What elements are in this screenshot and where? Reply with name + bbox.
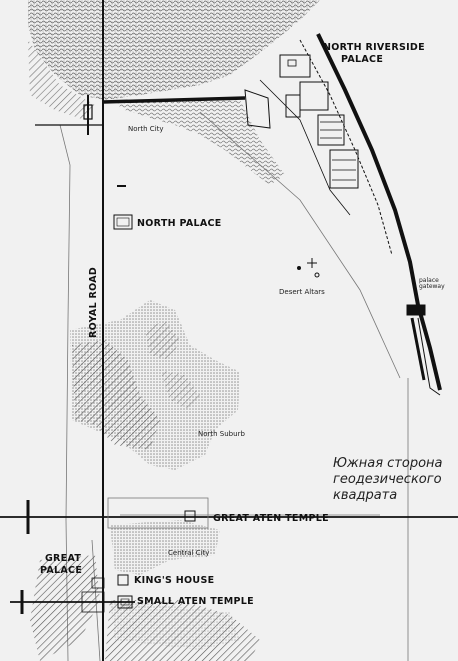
- north-suburb-label: North Suburb: [198, 430, 245, 438]
- central-city-area: [30, 520, 260, 661]
- north-city-wall: [102, 96, 246, 104]
- north-city-label: North City: [128, 125, 164, 133]
- kings-house-label: KING'S HOUSE: [134, 575, 215, 586]
- survey-crosshair-north: [35, 95, 103, 135]
- central-city-label: Central City: [168, 549, 210, 557]
- desert-altars-marker: [297, 258, 320, 278]
- palace-gateway-label: palace gateway: [419, 277, 445, 290]
- small-aten-temple-label: SMALL ATEN TEMPLE: [137, 596, 254, 607]
- cliffs-terrain: [28, 0, 320, 185]
- north-suburb-area: [70, 300, 240, 470]
- survey-square-annotation: Южная сторона геодезического квадрата: [333, 456, 443, 503]
- north-palace-label: NORTH PALACE: [137, 218, 222, 229]
- royal-road-label: ROYAL ROAD: [88, 266, 99, 338]
- north-riverside-palace-label: NORTH RIVERSIDE PALACE: [323, 42, 425, 65]
- north-palace-marker: [113, 214, 133, 230]
- great-palace-structures: [10, 574, 135, 614]
- great-aten-temple-structure: [0, 497, 458, 534]
- great-palace-label: GREAT PALACE: [40, 553, 83, 576]
- great-aten-temple-label: GREAT ATEN TEMPLE: [213, 513, 329, 524]
- north-riverside-palace-complex: [244, 33, 442, 396]
- desert-altars-label: Desert Altars: [279, 288, 325, 296]
